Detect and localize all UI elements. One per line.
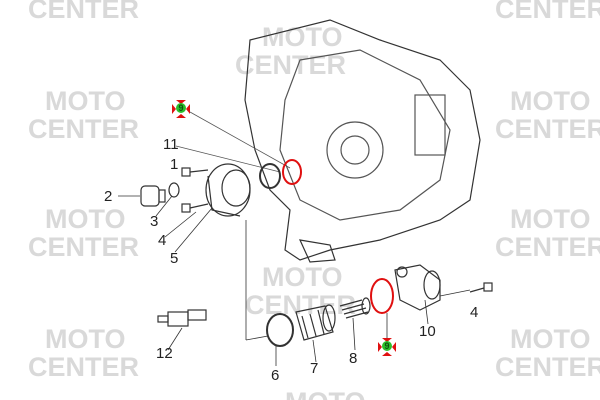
watermark: MOTO <box>285 389 366 400</box>
part-3-washer <box>168 182 180 198</box>
part-10-cover <box>394 264 441 311</box>
label-part-11: 11 <box>163 136 179 153</box>
watermark: MOTO <box>510 324 591 354</box>
watermark: CENTER <box>245 290 357 320</box>
label-part-7: 7 <box>310 360 319 377</box>
watermark: CENTER <box>28 0 140 24</box>
label-part-4: 4 <box>158 232 167 249</box>
part-6-oring <box>266 313 294 347</box>
part-4-bolt-right <box>469 282 493 293</box>
watermark: MOTO <box>45 204 126 234</box>
label-part-3: 3 <box>150 213 159 230</box>
label-part-10: 10 <box>419 323 436 340</box>
watermark: CENTER <box>28 352 140 382</box>
label-part-1: 1 <box>170 156 179 173</box>
label-part-12: 12 <box>156 345 173 362</box>
part-12-sensor <box>157 309 207 327</box>
red-arrows-icon <box>172 100 190 118</box>
label-part-8: 8 <box>349 350 358 367</box>
watermark: CENTER <box>495 352 600 382</box>
watermark: CENTER <box>495 0 600 24</box>
label-part-4-right: 4 <box>470 304 479 321</box>
part-2-plug <box>140 185 166 207</box>
highlight-marker-part-9[interactable]: 9 <box>378 338 396 356</box>
part-1-bolt <box>181 167 209 177</box>
watermark: MOTO <box>510 204 591 234</box>
red-arrows-icon <box>378 338 396 356</box>
part-5-housing <box>205 163 251 217</box>
part-9-oring-lower <box>370 278 394 314</box>
watermark: MOTO <box>510 86 591 116</box>
watermark: MOTO <box>45 324 126 354</box>
part-7-filter <box>295 304 336 341</box>
watermark: MOTO <box>262 262 343 292</box>
label-part-2: 2 <box>104 188 113 205</box>
label-part-5: 5 <box>170 250 179 267</box>
part-11-oring <box>259 163 281 189</box>
part-9-oring-upper <box>282 159 302 185</box>
crankcase-outline <box>244 19 481 261</box>
watermark: CENTER <box>28 232 140 262</box>
watermark: CENTER <box>495 114 600 144</box>
highlight-marker-part-9[interactable]: 9 <box>172 100 190 118</box>
watermark: MOTO <box>262 22 343 52</box>
label-part-6: 6 <box>271 367 280 384</box>
part-8-spring <box>339 297 371 319</box>
watermark: CENTER <box>28 114 140 144</box>
watermark: MOTO <box>45 86 126 116</box>
part-4-bolt <box>181 203 209 213</box>
watermark: CENTER <box>495 232 600 262</box>
